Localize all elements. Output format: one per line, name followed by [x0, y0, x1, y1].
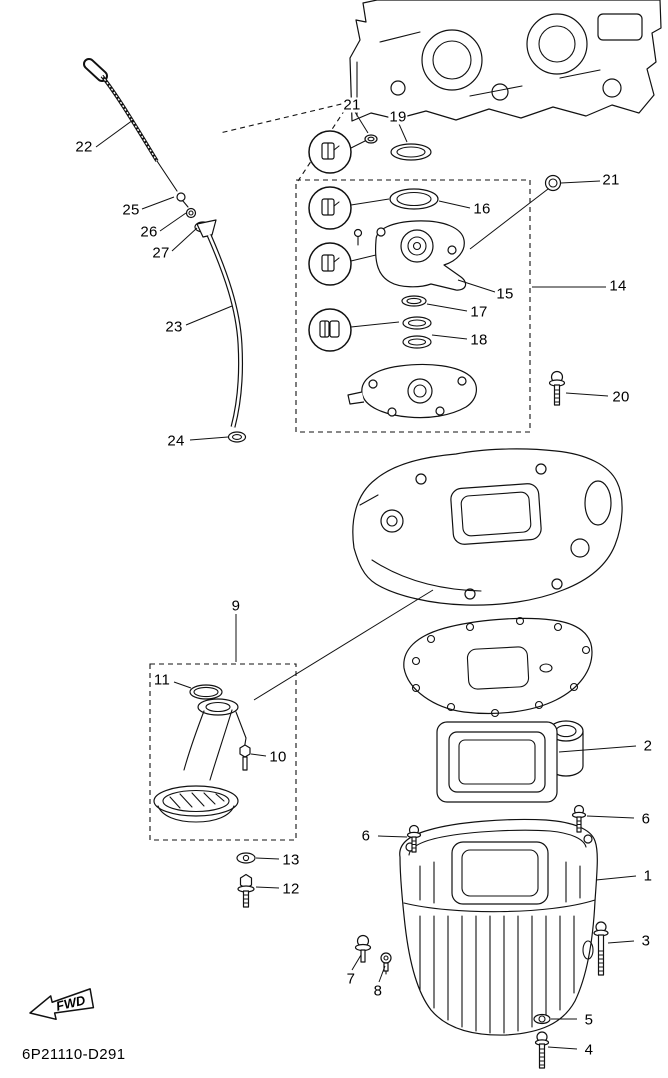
- clip-detail-circle-2: [308, 186, 352, 230]
- dipstick-tube: [206, 234, 244, 428]
- washer-5: [533, 1013, 551, 1025]
- gasket: [403, 616, 593, 718]
- callout-15: 15: [495, 285, 515, 303]
- callout-17: 17: [469, 303, 489, 321]
- leader-lines: [95, 111, 637, 1050]
- oring-17: [401, 295, 427, 307]
- callout-13: 13: [281, 851, 301, 869]
- engine-block: [349, 0, 662, 122]
- bolt-3: [593, 921, 609, 976]
- bolt-10: [239, 744, 251, 771]
- strainer-cover-2: [436, 720, 584, 803]
- strainer-dashed-box: [149, 663, 297, 841]
- callout-27: 27: [151, 244, 171, 262]
- callout-21-top: 21: [342, 96, 362, 114]
- plug-8: [380, 952, 392, 975]
- bolt-6-left: [406, 824, 422, 853]
- bolt-6-right: [571, 804, 587, 833]
- callout-23: 23: [164, 318, 184, 336]
- oring-21-top: [364, 134, 378, 144]
- callout-11: 11: [152, 671, 172, 689]
- callout-1: 1: [642, 867, 654, 885]
- clip-detail-circle-1: [308, 130, 352, 174]
- callout-8: 8: [372, 982, 384, 1000]
- oil-pump-group: [219, 101, 566, 433]
- callout-9: 9: [230, 597, 242, 615]
- fwd-label: FWD: [55, 992, 88, 1013]
- callout-25: 25: [121, 201, 141, 219]
- oil-pan-1: [399, 818, 598, 1036]
- tube-oring: [227, 431, 247, 443]
- oring-21-right: [544, 174, 562, 192]
- callout-19: 19: [388, 108, 408, 126]
- clip-detail-circle-3: [308, 242, 352, 286]
- callout-6-right: 6: [640, 810, 652, 828]
- callout-3: 3: [640, 932, 652, 950]
- washer-13: [236, 852, 256, 864]
- ventilation-body: [352, 448, 623, 606]
- callout-12: 12: [281, 880, 301, 898]
- callout-22: 22: [74, 138, 94, 156]
- dipstick-assembly: [83, 58, 247, 443]
- callout-18: 18: [469, 331, 489, 349]
- callout-6-left: 6: [360, 827, 372, 845]
- oring-18b: [402, 335, 432, 349]
- callout-16: 16: [472, 200, 492, 218]
- callout-21-right: 21: [601, 171, 621, 189]
- bolt-7: [354, 934, 372, 963]
- fwd-arrow: FWD: [29, 988, 95, 1021]
- bolt-12: [237, 873, 255, 908]
- dipstick-washer: [185, 207, 197, 219]
- callout-14: 14: [608, 277, 628, 295]
- callout-5: 5: [583, 1011, 595, 1029]
- callout-10: 10: [268, 748, 288, 766]
- bolt-4: [534, 1031, 550, 1069]
- bolt-20: [548, 370, 566, 406]
- oil-strainer-group: [149, 663, 297, 841]
- oring-18a: [402, 316, 432, 330]
- drawing-code: 6P21110-D291: [22, 1046, 126, 1063]
- callout-7: 7: [345, 970, 357, 988]
- callout-2: 2: [642, 737, 654, 755]
- callout-26: 26: [139, 223, 159, 241]
- dipstick-screw: [176, 192, 186, 202]
- callout-4: 4: [583, 1041, 595, 1059]
- callout-20: 20: [611, 388, 631, 406]
- callout-24: 24: [166, 432, 186, 450]
- clip-detail-circle-4: [308, 308, 352, 352]
- pump-dashed-box: [295, 179, 531, 433]
